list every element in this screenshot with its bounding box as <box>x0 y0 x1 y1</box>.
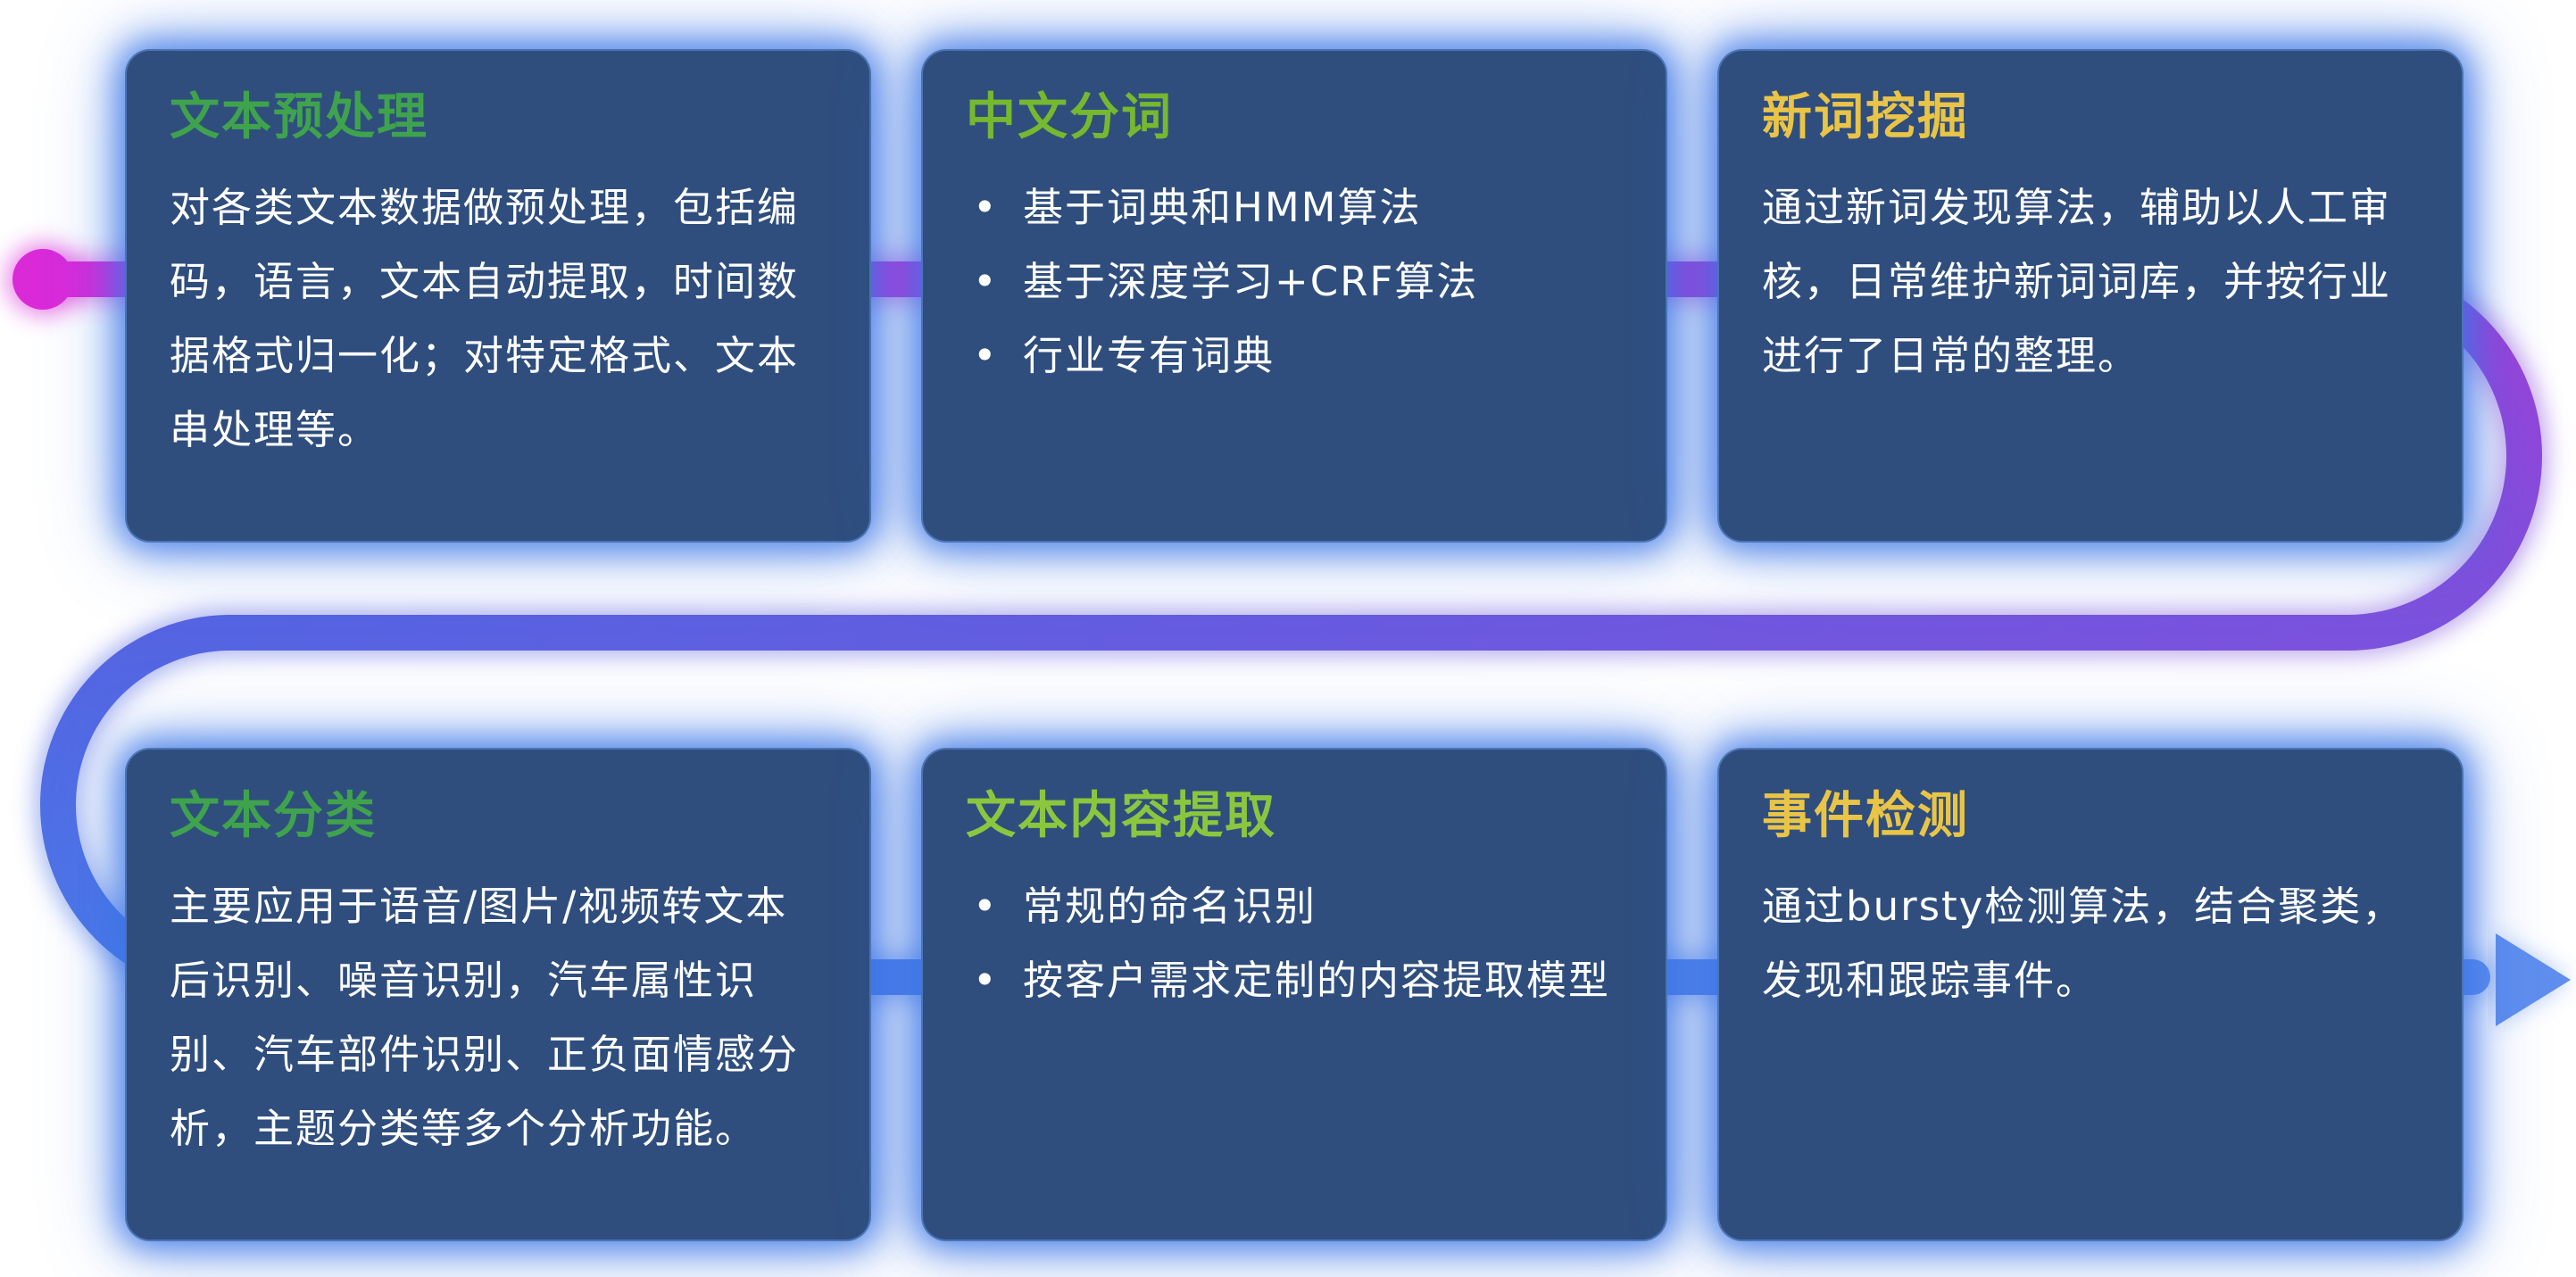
card-title: 文本内容提取 <box>966 787 1276 845</box>
bullet-dot-icon: • <box>973 332 999 379</box>
card-text-preprocessing: 文本预处理 对各类文本数据做预处理，包括编码，语言，文本自动提取，时间数据格式归… <box>125 49 871 543</box>
card-body-text: 对各类文本数据做预处理，包括编码，语言，文本自动提取，时间数据格式归一化；对特定… <box>170 184 800 453</box>
bullet-item: • 按客户需求定制的内容提取模型 <box>973 943 1623 1017</box>
card-body-text: 主要应用于语音/图片/视频转文本后识别、噪音识别，汽车属性识别、汽车部件识别、正… <box>170 883 800 1152</box>
card-body-text: 通过新词发现算法，辅助以人工审核，日常维护新词词库，并按行业进行了日常的整理。 <box>1762 184 2392 379</box>
bullet-dot-icon: • <box>973 258 999 305</box>
card-title: 中文分词 <box>966 88 1173 146</box>
card-chinese-word-segmentation: 中文分词 • 基于词典和HMM算法 • 基于深度学习+CRF算法 • 行业专有词… <box>921 49 1667 543</box>
bullet-list: • 基于词典和HMM算法 • 基于深度学习+CRF算法 • 行业专有词典 <box>966 170 1623 393</box>
flow-start-dot <box>12 249 73 310</box>
bullet-list: • 常规的命名识别 • 按客户需求定制的内容提取模型 <box>966 869 1623 1017</box>
bullet-text: 行业专有词典 <box>1023 332 1276 379</box>
flow-end-arrow-icon <box>2496 933 2571 1026</box>
bullet-text: 按客户需求定制的内容提取模型 <box>1023 957 1611 1004</box>
bullet-dot-icon: • <box>973 883 999 930</box>
card-body-text: 通过bursty检测算法，结合聚类，发现和跟踪事件。 <box>1762 883 2405 1004</box>
bullet-dot-icon: • <box>973 957 999 1004</box>
bullet-item: • 行业专有词典 <box>973 319 1623 393</box>
card-title: 新词挖掘 <box>1762 88 1969 146</box>
card-new-word-mining: 新词挖掘 通过新词发现算法，辅助以人工审核，日常维护新词词库，并按行业进行了日常… <box>1717 49 2464 543</box>
card-event-detection: 事件检测 通过bursty检测算法，结合聚类，发现和跟踪事件。 <box>1717 748 2464 1241</box>
card-text-classification: 文本分类 主要应用于语音/图片/视频转文本后识别、噪音识别，汽车属性识别、汽车部… <box>125 748 871 1241</box>
bullet-text: 常规的命名识别 <box>1023 883 1317 930</box>
bullet-dot-icon: • <box>973 184 999 231</box>
bullet-text: 基于词典和HMM算法 <box>1023 184 1422 231</box>
card-title: 文本预处理 <box>170 88 428 146</box>
bullet-item: • 常规的命名识别 <box>973 869 1623 943</box>
card-title: 事件检测 <box>1762 787 1969 845</box>
bullet-text: 基于深度学习+CRF算法 <box>1023 258 1479 305</box>
bullet-item: • 基于词典和HMM算法 <box>973 170 1623 245</box>
card-title: 文本分类 <box>170 787 377 845</box>
card-text-content-extraction: 文本内容提取 • 常规的命名识别 • 按客户需求定制的内容提取模型 <box>921 748 1667 1241</box>
bullet-item: • 基于深度学习+CRF算法 <box>973 245 1623 319</box>
